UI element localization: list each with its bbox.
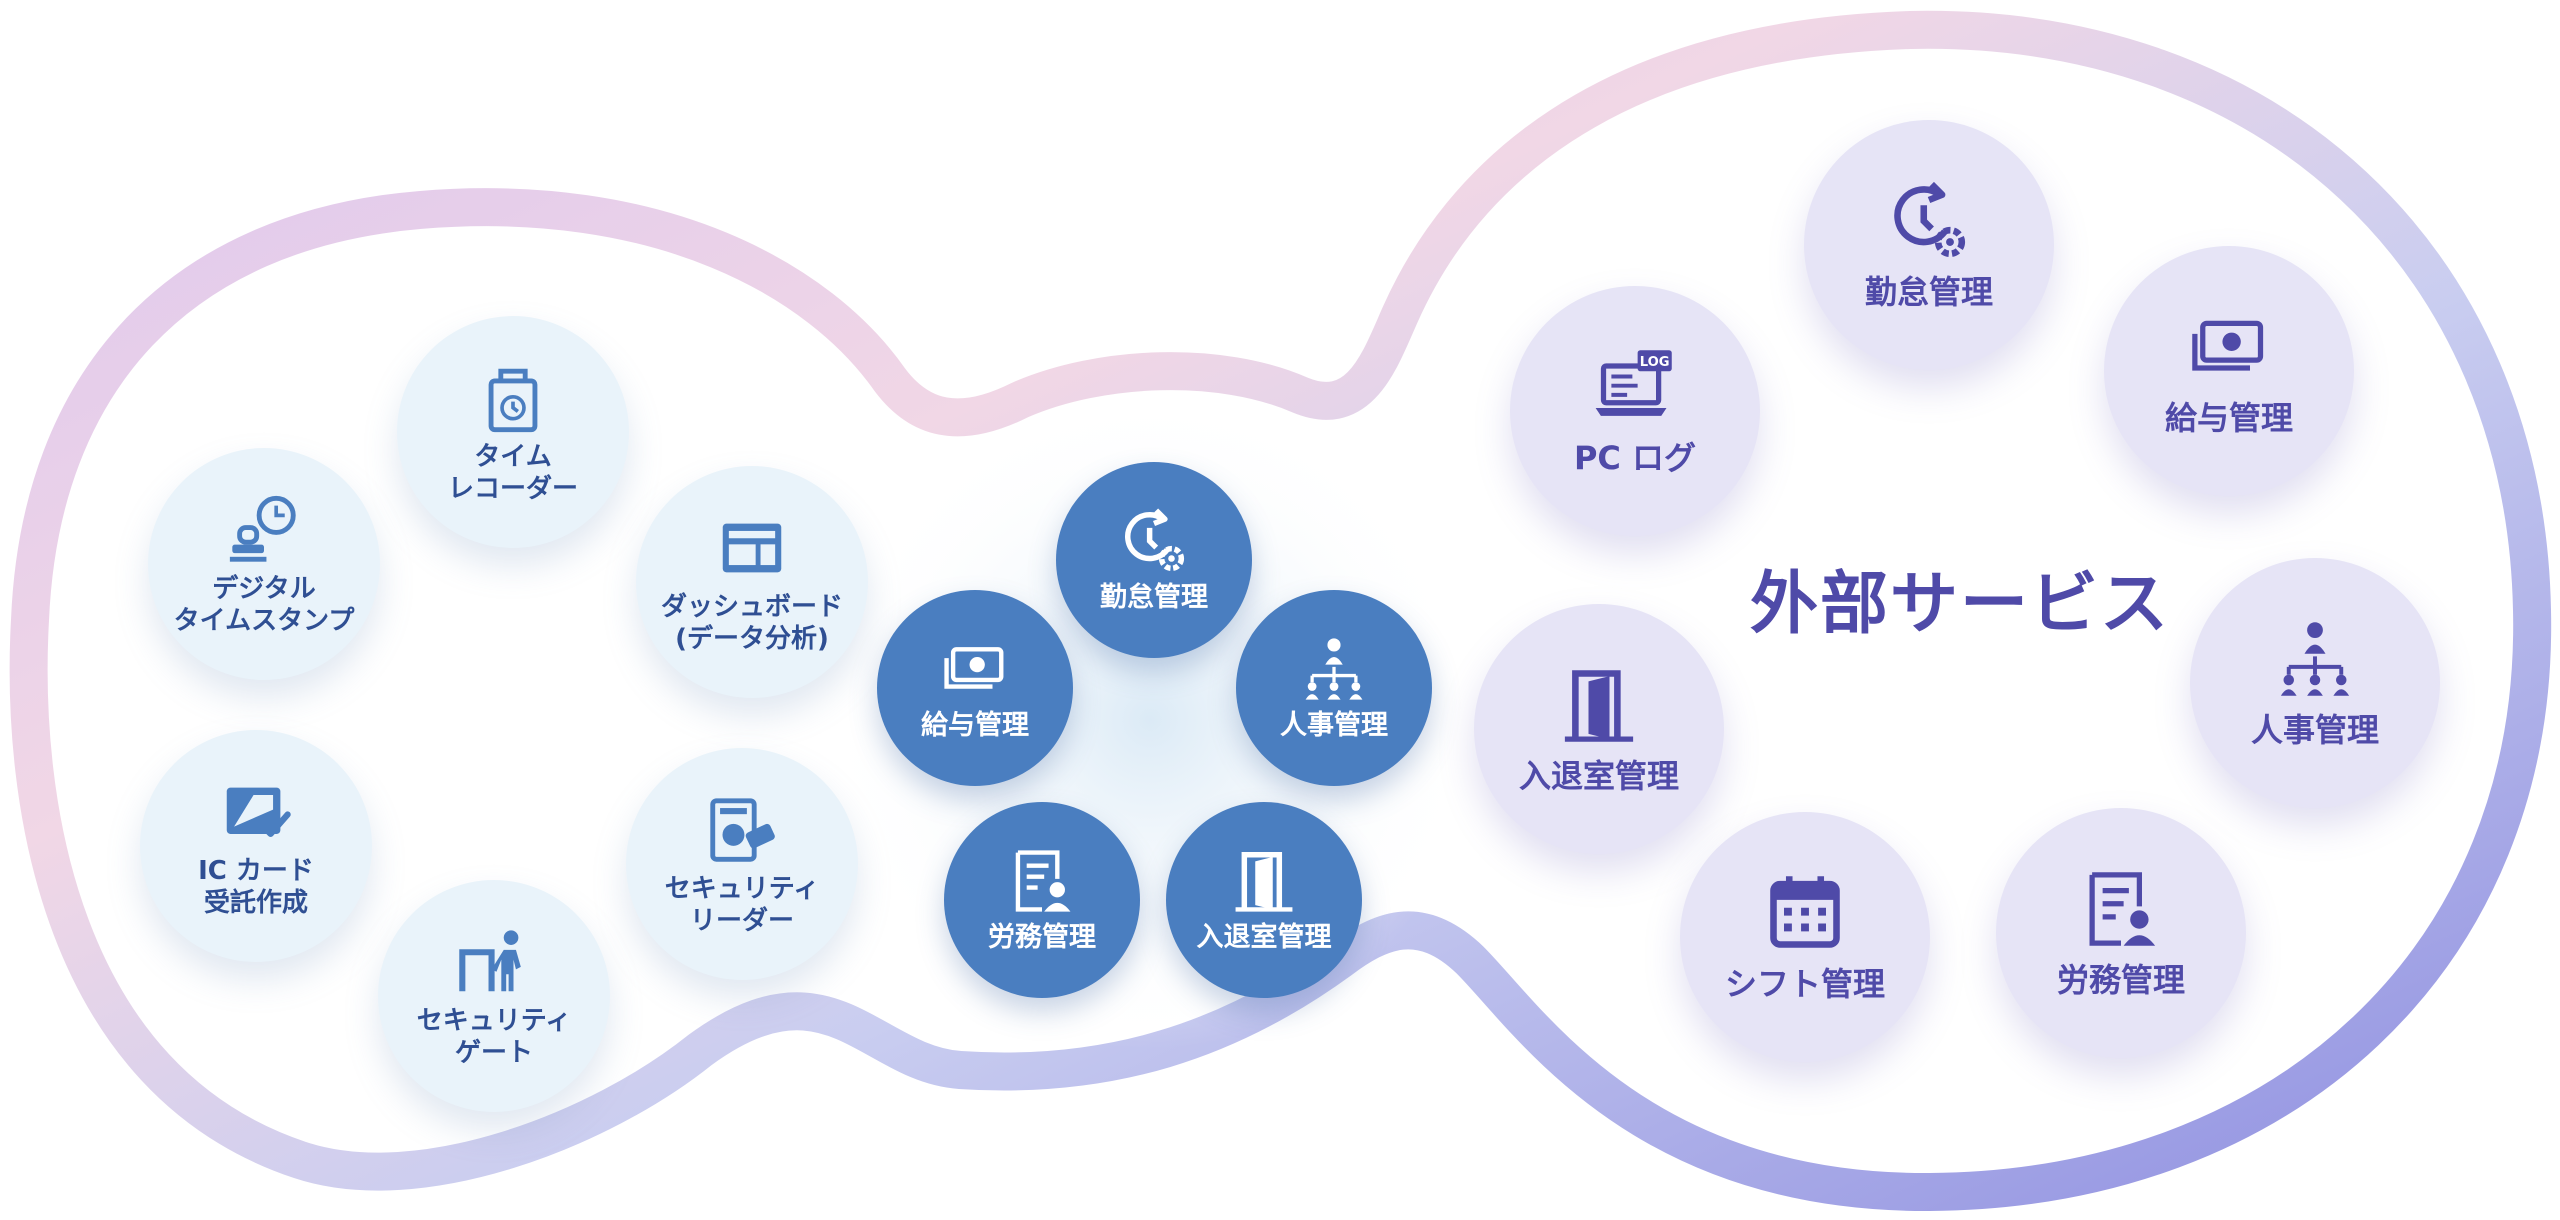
org-chart-icon — [1305, 638, 1363, 700]
ic-card-check-icon — [226, 787, 291, 837]
calendar-icon — [1770, 876, 1840, 948]
external-services-title: 外部サービス — [1749, 565, 2170, 644]
device-label: デジタル タイムスタンプ — [173, 574, 355, 636]
document-person-icon — [1015, 850, 1071, 912]
ext-attendance: 勤怠管理 — [1804, 120, 2054, 370]
door-icon — [1235, 852, 1293, 912]
ext-shift: シフト管理 — [1680, 812, 1930, 1062]
ext-pc-log: LOG PC ログ — [1510, 286, 1760, 536]
device-dashboard: ダッシュボード (データ分析) — [636, 466, 868, 698]
card-reader-icon — [710, 798, 775, 862]
security-gate-icon — [459, 930, 521, 992]
core-payroll: 給与管理 — [877, 590, 1073, 786]
service-label: シフト管理 — [1724, 965, 1885, 1003]
core-labor: 労務管理 — [944, 802, 1140, 998]
ext-payroll: 給与管理 — [2104, 246, 2354, 496]
clock-gear-icon — [1894, 181, 1966, 258]
service-label: 労務管理 — [2056, 961, 2185, 999]
core-label: 勤怠管理 — [1100, 582, 1208, 613]
device-time-recorder: タイム レコーダー — [397, 316, 629, 548]
device-security-gate: セキュリティ ゲート — [378, 880, 610, 1112]
document-person-icon — [2089, 872, 2156, 946]
core-access: 入退室管理 — [1166, 802, 1362, 998]
core-label: 人事管理 — [1280, 710, 1388, 741]
service-label: 入退室管理 — [1518, 757, 1679, 795]
device-label: ダッシュボード (データ分析) — [660, 592, 843, 654]
org-chart-icon — [2280, 622, 2350, 696]
core-attendance: 勤怠管理 — [1056, 462, 1252, 658]
device-label: セキュリティ ゲート — [416, 1006, 572, 1068]
money-icon — [944, 647, 1004, 689]
core-label: 給与管理 — [921, 710, 1029, 741]
service-label: 勤怠管理 — [1864, 273, 1993, 311]
device-ic-card: IC カード 受託作成 — [140, 730, 372, 962]
core-hr: 人事管理 — [1236, 590, 1432, 786]
device-label: セキュリティ リーダー — [664, 874, 820, 936]
log-badge: LOG — [1640, 355, 1670, 370]
lock-clock-icon — [488, 368, 538, 433]
device-digital-timestamp: デジタル タイムスタンプ — [148, 448, 380, 680]
money-icon — [2192, 320, 2264, 371]
core-label: 入退室管理 — [1196, 922, 1332, 953]
device-label: タイム レコーダー — [447, 442, 578, 504]
service-label: PC ログ — [1573, 439, 1697, 477]
ext-access: 入退室管理 — [1474, 604, 1724, 854]
dashboard-icon — [722, 523, 782, 573]
stamp-clock-icon — [229, 495, 296, 562]
core-label: 労務管理 — [988, 922, 1096, 953]
ext-hr: 人事管理 — [2190, 558, 2440, 808]
service-label: 人事管理 — [2250, 711, 2379, 749]
clock-gear-icon — [1125, 508, 1185, 572]
door-icon — [1564, 670, 1634, 742]
ext-labor: 労務管理 — [1996, 808, 2246, 1058]
device-label: IC カード 受託作成 — [198, 856, 314, 918]
service-label: 給与管理 — [2164, 399, 2293, 437]
device-security-reader: セキュリティ リーダー — [626, 748, 858, 980]
laptop-log-icon: LOG — [1595, 350, 1672, 416]
